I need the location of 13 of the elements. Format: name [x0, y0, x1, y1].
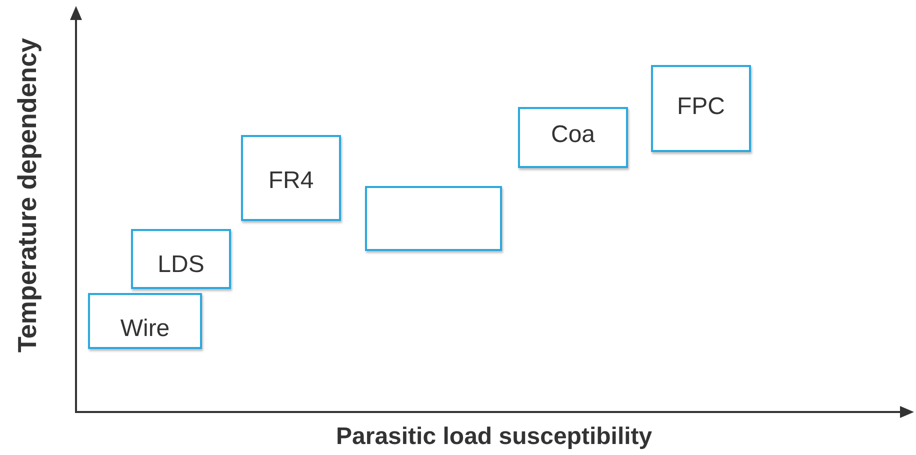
x-axis-title: Parasitic load susceptibility	[336, 423, 652, 451]
material-label: Wire	[119, 315, 171, 343]
material-label: Coa	[550, 121, 596, 149]
material-label: FPC	[676, 93, 726, 121]
material-box	[131, 229, 231, 289]
material-box	[651, 65, 751, 152]
material-box	[88, 293, 202, 349]
material-label: FR4	[267, 167, 315, 195]
material-box	[518, 107, 628, 168]
material-box	[241, 135, 341, 221]
material-box	[365, 186, 502, 251]
y-axis-title: Temperature dependency	[12, 38, 43, 353]
material-label: LDS	[156, 251, 206, 279]
